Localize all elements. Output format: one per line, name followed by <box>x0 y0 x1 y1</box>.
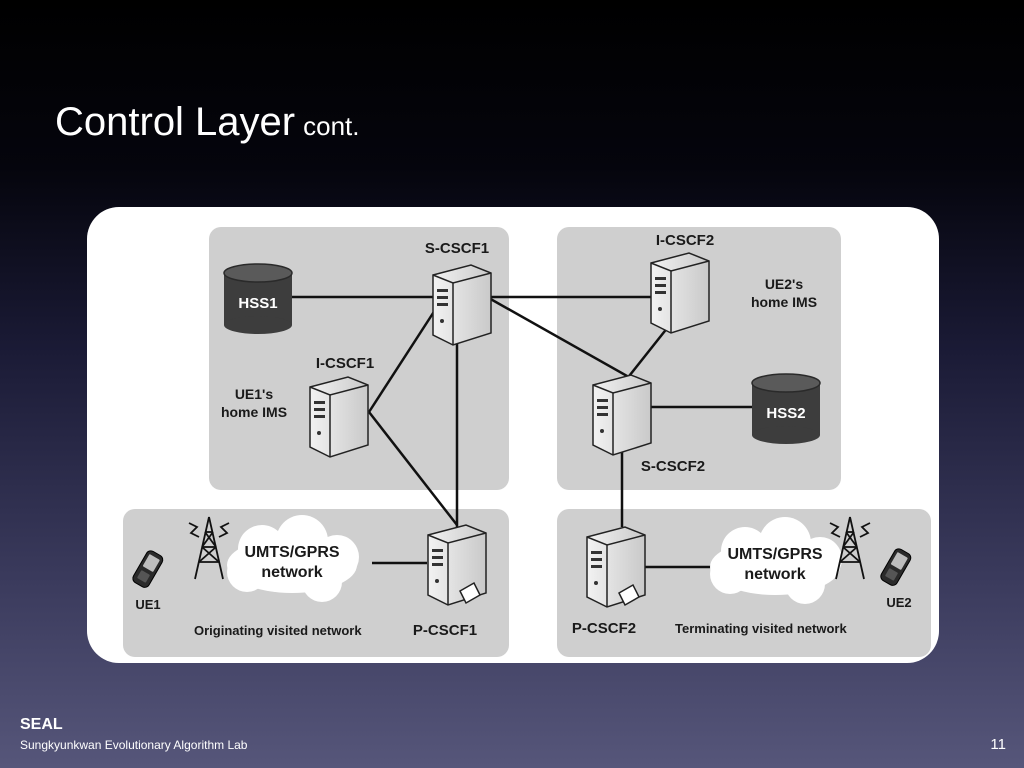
cloud-left-label-line1: UMTS/GPRS <box>244 544 339 561</box>
s-cscf2-label: S-CSCF2 <box>641 458 705 475</box>
ue1-home-label-line2: home IMS <box>221 404 287 420</box>
p-cscf2-label: P-CSCF2 <box>572 620 636 637</box>
footer-org-name: SEAL <box>20 716 63 733</box>
footer-lab-name: Sungkyunkwan Evolutionary Algorithm Lab <box>20 738 248 752</box>
umts-gprs-cloud-right-icon <box>710 517 842 604</box>
hss1-label: HSS1 <box>238 295 277 312</box>
diagram-card: HSS1 HSS2 S-CSCF1 I-CSCF1 <box>87 207 939 663</box>
ue1-home-label-line1: UE1's <box>235 386 274 402</box>
link-scscf1-scscf2 <box>486 295 644 387</box>
s-cscf1-server-icon <box>432 264 492 346</box>
s-cscf2-server-icon <box>592 374 652 456</box>
i-cscf2-server-icon <box>650 252 710 334</box>
ims-network-diagram: HSS1 HSS2 S-CSCF1 I-CSCF1 <box>123 227 931 657</box>
hss2-label: HSS2 <box>766 405 805 422</box>
i-cscf1-label: I-CSCF1 <box>316 355 374 372</box>
s-cscf1-label: S-CSCF1 <box>425 240 489 257</box>
ue2-home-label-line2: home IMS <box>751 294 817 310</box>
p-cscf1-label: P-CSCF1 <box>413 622 477 639</box>
ue2-home-label-line1: UE2's <box>765 276 804 292</box>
ue2-phone-icon <box>880 548 912 586</box>
slide-title-main: Control Layer <box>55 100 296 144</box>
cloud-right-label-line2: network <box>744 566 805 583</box>
p-cscf2-server-icon <box>586 526 646 608</box>
ue1-label: UE1 <box>135 597 160 612</box>
hss2-database-icon <box>751 373 821 444</box>
umts-gprs-cloud-left-icon <box>227 515 359 602</box>
antenna-tower-right-icon <box>829 516 871 580</box>
page-number: 11 <box>990 736 1006 753</box>
cloud-right-label-line1: UMTS/GPRS <box>727 546 822 563</box>
hss1-database-icon <box>223 263 293 334</box>
i-cscf2-label: I-CSCF2 <box>656 232 714 249</box>
terminating-network-label: Terminating visited network <box>675 621 847 636</box>
link-scscf1-icscf1 <box>367 306 439 413</box>
link-icscf1-pcscf1 <box>368 411 458 526</box>
antenna-tower-left-icon <box>188 516 230 580</box>
slide-title-suffix: cont. <box>303 111 360 141</box>
ue2-label: UE2 <box>886 595 911 610</box>
cloud-left-label-line2: network <box>261 564 322 581</box>
p-cscf1-server-icon <box>427 524 487 606</box>
i-cscf1-server-icon <box>309 376 369 458</box>
ue1-phone-icon <box>132 550 164 588</box>
originating-network-label: Originating visited network <box>194 623 362 638</box>
